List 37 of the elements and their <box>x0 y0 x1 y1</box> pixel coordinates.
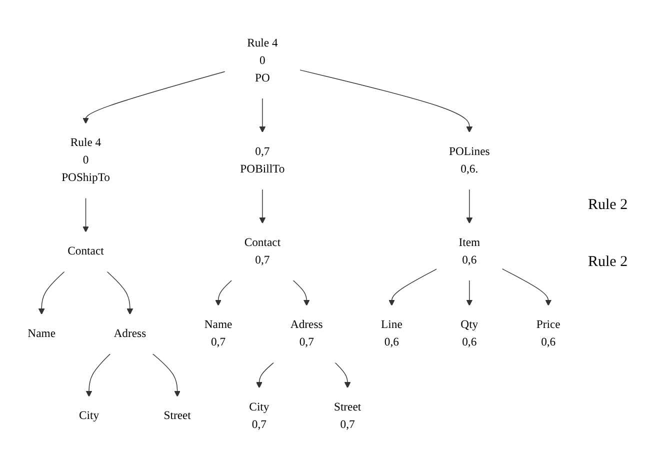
arrow <box>292 280 310 306</box>
arrow <box>256 362 274 388</box>
arrow <box>466 188 473 224</box>
rule-label: Rule 2 <box>588 254 629 271</box>
arrow <box>259 188 266 224</box>
node-text: City 0,7 <box>249 400 270 431</box>
node-text: Rule 4 0 POShipTo <box>62 136 110 184</box>
node-text: Contact 0,7 <box>244 236 281 266</box>
node-text: Name 0,7 <box>204 318 232 348</box>
node-text: Street 0,7 <box>334 400 362 431</box>
arrow <box>502 268 552 306</box>
node-text: Adress 0,7 <box>290 318 323 348</box>
arrow <box>466 280 473 306</box>
node-text: Adress <box>114 327 146 340</box>
arrow <box>86 353 111 397</box>
node-text: Line 0,6 <box>381 318 402 348</box>
node-text: POLines 0,6. <box>449 145 490 176</box>
node-text: Street <box>164 409 191 422</box>
node-text: Rule 4 0 PO <box>247 36 278 84</box>
node-text: Name <box>28 327 56 340</box>
arrow <box>38 270 66 314</box>
rule-label: Rule 2 <box>588 197 629 214</box>
node-text: Qty 0,6 <box>460 318 478 348</box>
arrow <box>334 362 351 388</box>
node-text: City <box>78 409 100 422</box>
arrow <box>259 97 266 132</box>
arrow <box>215 280 232 306</box>
node-text: Contact <box>68 244 104 258</box>
arrow <box>152 353 181 397</box>
node-text: 0,7 POBillTo <box>240 145 285 176</box>
arrow <box>388 268 438 306</box>
node-text: Price 0,6 <box>536 318 560 348</box>
node-text: Item 0,6 <box>458 236 480 266</box>
arrow <box>82 197 89 232</box>
arrow <box>106 270 134 314</box>
arrow <box>299 69 473 132</box>
arrow <box>82 70 226 124</box>
